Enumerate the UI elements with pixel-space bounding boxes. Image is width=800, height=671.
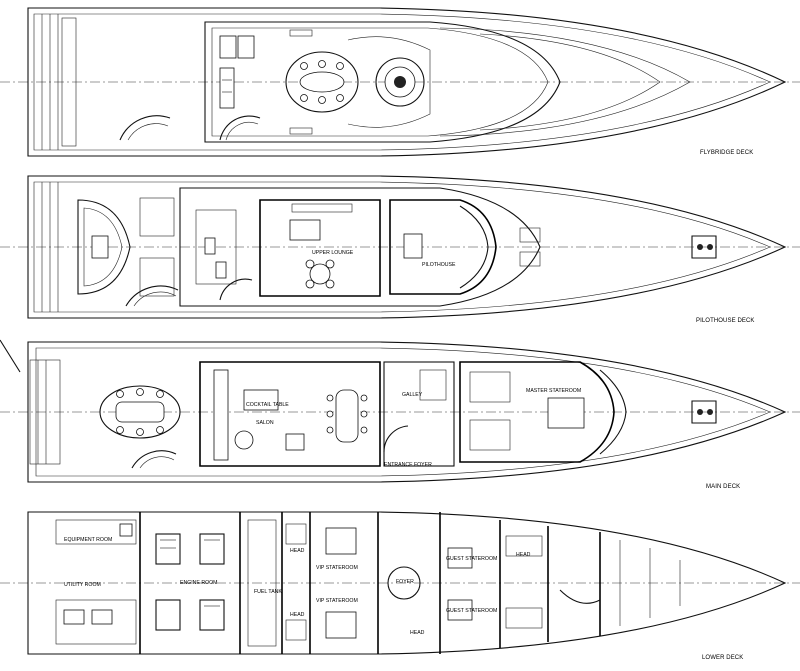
room-entrance-foyer: ENTRANCE FOYER <box>384 462 432 468</box>
room-salon: SALON <box>256 420 274 426</box>
room-engine: ENGINE ROOM <box>180 580 218 586</box>
main-deck-drawing <box>0 339 800 483</box>
room-fuel-tank: FUEL TANK <box>254 589 282 595</box>
room-cocktail-table: COCKTAIL TABLE <box>246 402 289 408</box>
room-guest-stateroom-2: GUEST STATEROOM <box>446 608 498 614</box>
main-deck-label: MAIN DECK <box>706 484 741 490</box>
room-vip-stateroom-1: VIP STATEROOM <box>316 565 358 571</box>
room-pilothouse: PILOTHOUSE <box>422 262 456 268</box>
pilothouse-deck-label: PILOTHOUSE DECK <box>696 318 755 324</box>
room-galley: GALLEY <box>402 392 423 398</box>
room-vip-stateroom-2: VIP STATEROOM <box>316 598 358 604</box>
pilothouse-deck-drawing <box>0 175 800 319</box>
room-foyer: FOYER <box>396 579 414 585</box>
room-equipment: EQUIPMENT ROOM <box>64 537 113 543</box>
room-upper-lounge: UPPER LOUNGE <box>312 250 354 256</box>
flybridge-deck-drawing <box>0 7 800 157</box>
flybridge-deck-label: FLYBRIDGE DECK <box>700 150 754 156</box>
room-head-2: HEAD <box>290 612 305 618</box>
room-head-4: HEAD <box>516 552 531 558</box>
lower-deck-drawing <box>0 511 800 655</box>
room-utility: UTILITY ROOM <box>64 582 101 588</box>
room-master-stateroom: MASTER STATEROOM <box>526 388 582 394</box>
room-guest-stateroom-1: GUEST STATEROOM <box>446 556 498 562</box>
lower-deck-label: LOWER DECK <box>702 655 744 661</box>
room-head-1: HEAD <box>290 548 305 554</box>
room-head-3: HEAD <box>410 630 425 636</box>
